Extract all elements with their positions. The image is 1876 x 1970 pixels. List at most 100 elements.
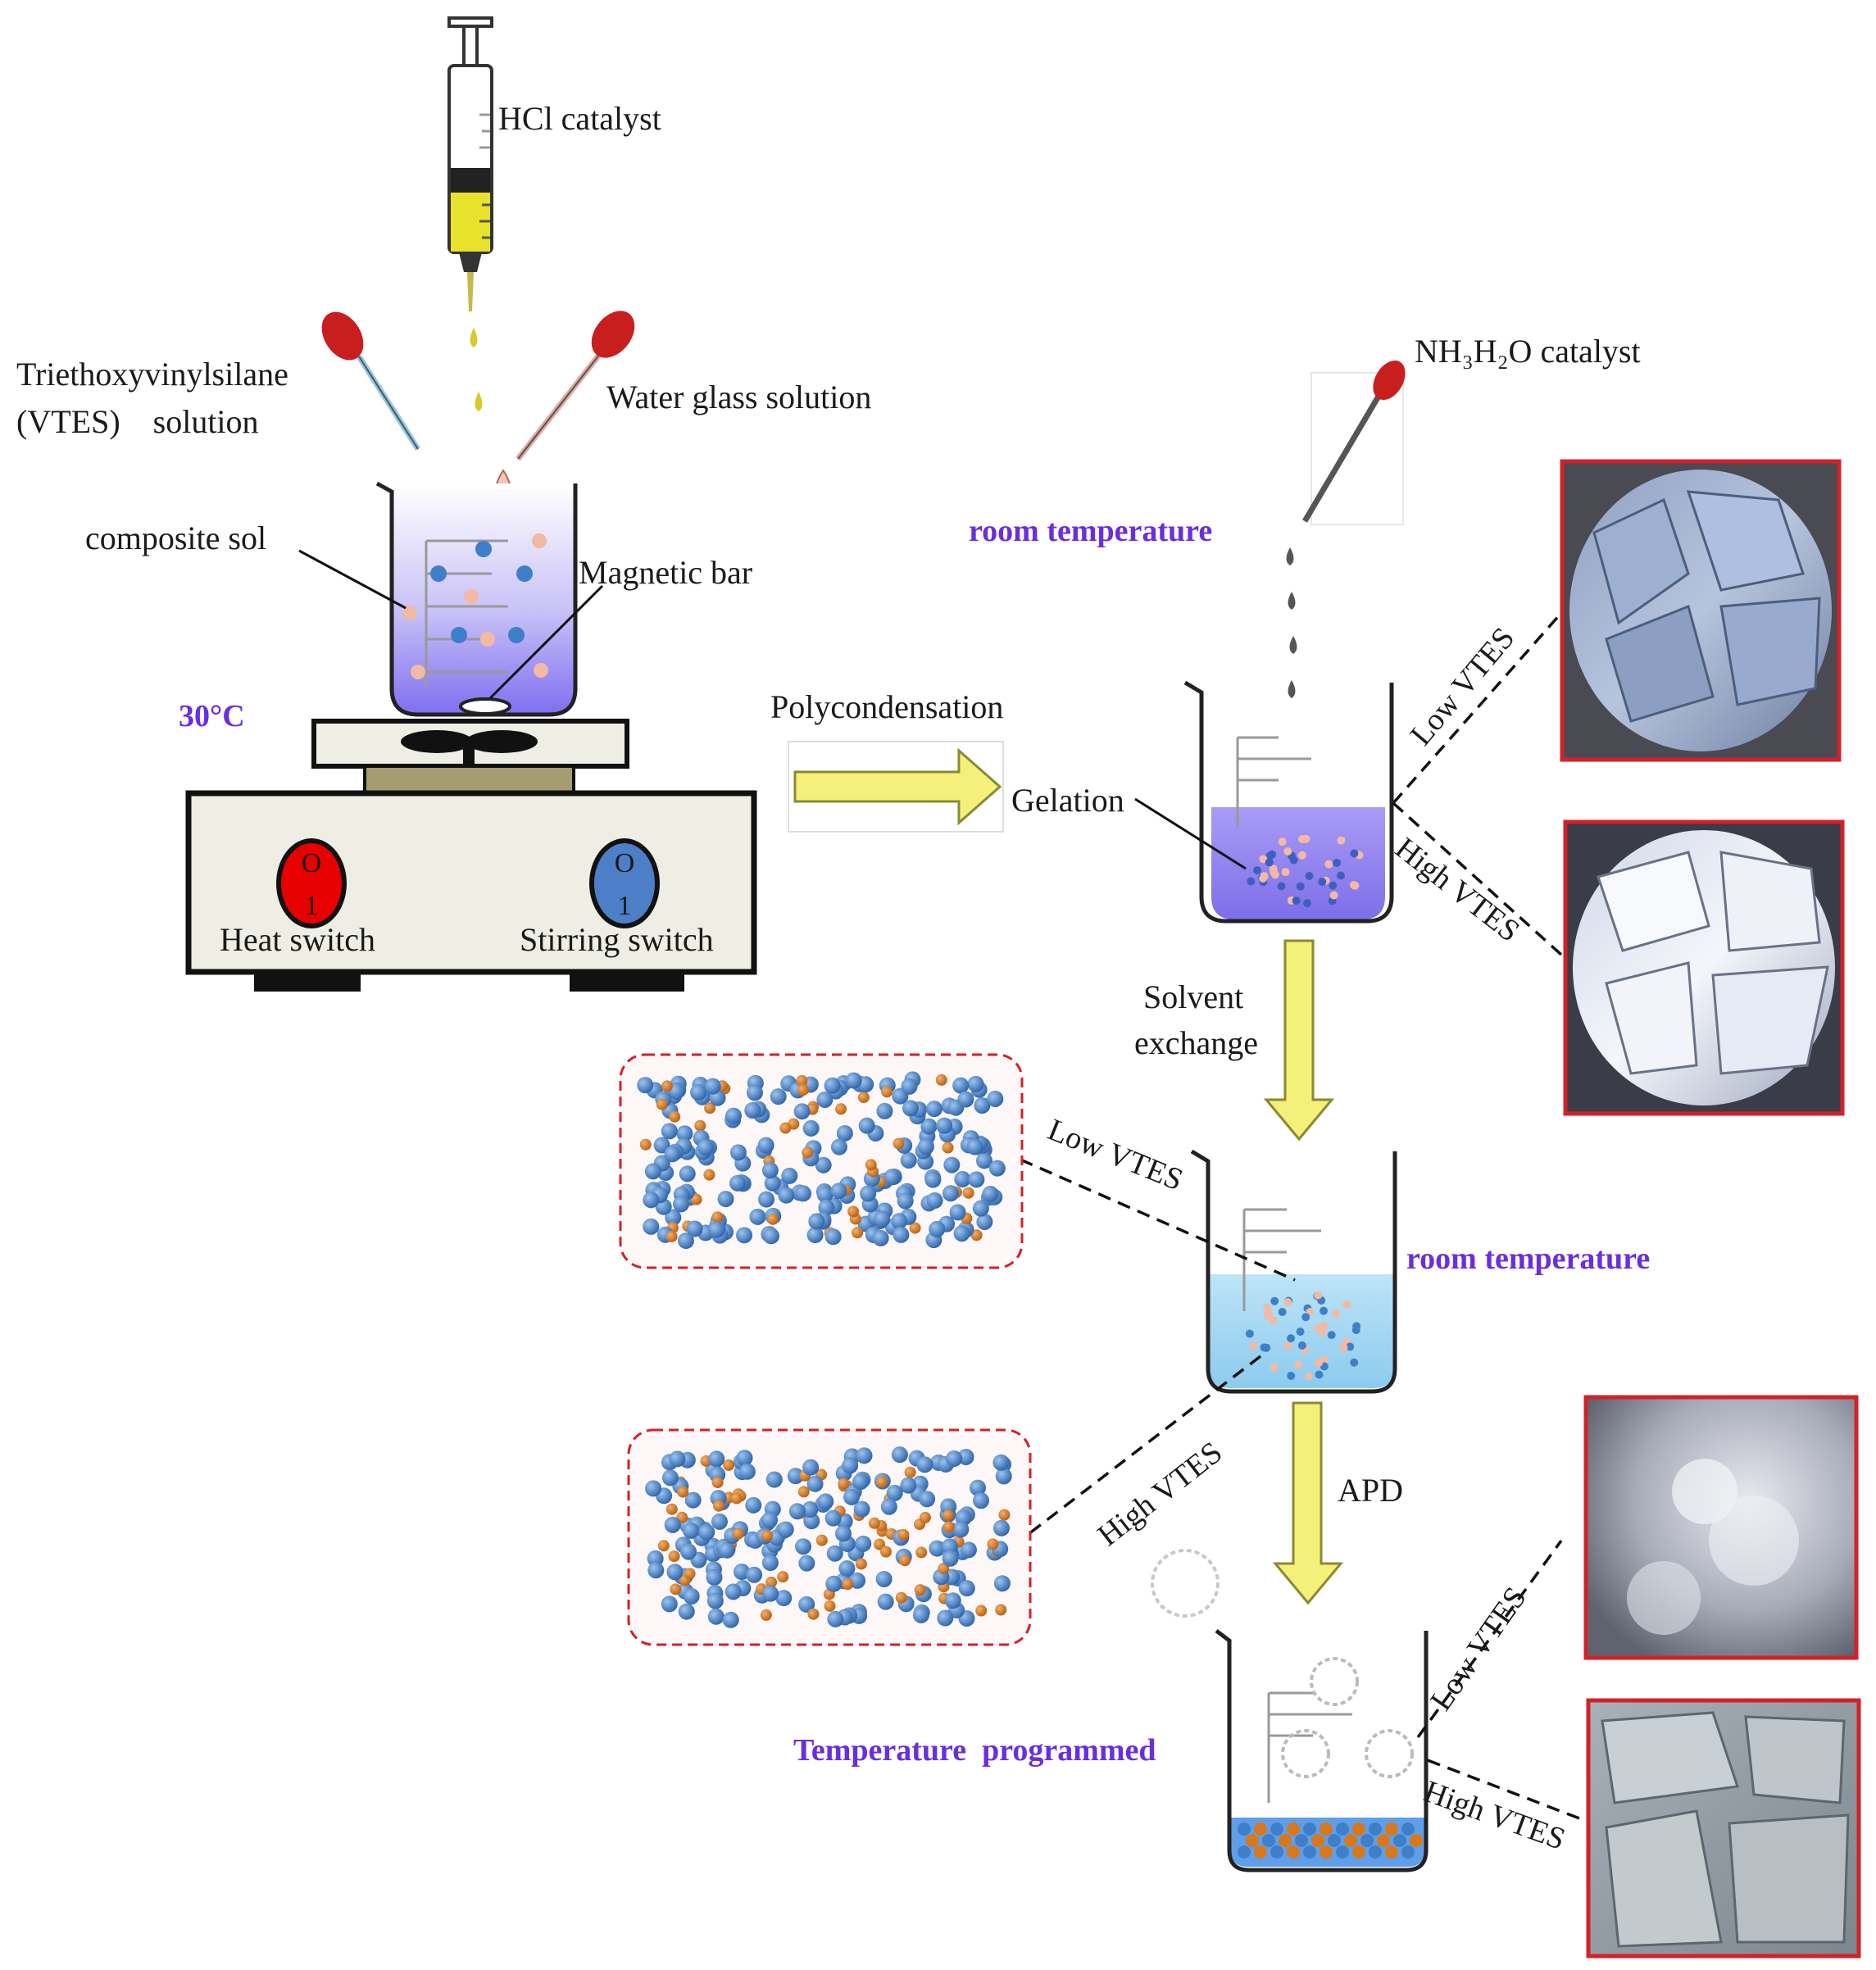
vinyl-particle	[881, 1086, 893, 1098]
particle	[1259, 855, 1268, 864]
particle	[1351, 881, 1360, 890]
silica-particle	[982, 1186, 999, 1203]
silica-particle	[852, 1473, 869, 1491]
particle	[1278, 837, 1287, 847]
vinyl-particle	[661, 1080, 673, 1092]
silica-particle	[643, 1218, 660, 1235]
vinyl-particle	[852, 1227, 864, 1239]
silica-particle	[995, 1468, 1012, 1485]
hcl-catalyst-label: HCl catalyst	[498, 100, 661, 137]
particle	[1247, 877, 1256, 886]
particle	[1337, 836, 1346, 845]
particle	[1320, 1822, 1333, 1836]
silica-particle	[706, 1568, 723, 1586]
magnetic-bar-leader	[488, 584, 604, 700]
silica-particle	[761, 1162, 779, 1179]
silica-particle	[795, 1538, 812, 1555]
vinyl-particle	[962, 1187, 974, 1199]
silica-particle	[802, 1501, 819, 1518]
particle	[1315, 1370, 1324, 1379]
silica-particle	[880, 1498, 897, 1515]
apd-arrow	[1272, 1401, 1344, 1605]
silica-particle	[749, 1208, 766, 1225]
silica-particle	[770, 1088, 787, 1105]
silica-particle	[802, 1459, 820, 1476]
low-vtes-aerogel-photo	[1583, 1395, 1859, 1660]
silica-particle	[988, 1160, 1006, 1177]
stirring-switch-button[interactable]: O 1	[589, 838, 660, 928]
silica-particle	[976, 1213, 993, 1230]
silica-particle	[725, 1583, 742, 1600]
silica-particle	[644, 1163, 661, 1180]
silica-particle	[746, 1566, 763, 1583]
particle	[1369, 1845, 1382, 1859]
silica-particle	[686, 1220, 703, 1237]
silica-particle	[912, 1606, 929, 1623]
silica-particle	[836, 1124, 853, 1142]
silica-particle	[706, 1592, 724, 1609]
heat-switch-button[interactable]: O 1	[276, 838, 347, 928]
silica-particle	[679, 1165, 696, 1182]
vinyl-particle	[665, 1503, 678, 1515]
temperature-programmed-label: Temperature programmed	[793, 1733, 1156, 1768]
silica-particle	[777, 1521, 794, 1538]
silica-particle	[764, 1174, 781, 1192]
vinyl-particle	[713, 1500, 725, 1512]
particle	[1342, 1300, 1351, 1309]
stirring-switch-o: O	[615, 848, 635, 878]
silica-particle	[761, 1512, 779, 1529]
vinyl-particle	[807, 1608, 820, 1620]
silica-particle	[952, 1077, 970, 1094]
particle	[1303, 899, 1312, 908]
particle	[1369, 1822, 1382, 1836]
vinyl-particle	[657, 1540, 670, 1552]
particle	[1279, 1834, 1292, 1847]
particle	[1292, 896, 1301, 906]
silica-particle	[677, 1232, 694, 1250]
silica-particle	[826, 1545, 843, 1562]
particle	[1262, 1834, 1275, 1847]
particle	[1269, 1316, 1278, 1325]
particle	[1249, 1341, 1258, 1350]
particle	[1318, 878, 1327, 887]
solvent-exchange-label-1: Solvent	[1143, 978, 1243, 1015]
vinyl-particle	[942, 1142, 954, 1154]
vinyl-particle	[835, 1103, 847, 1115]
heat-switch-o: O	[302, 848, 322, 878]
vtes-label-line2: (VTES) solution	[16, 403, 259, 440]
particle	[1270, 1296, 1279, 1305]
particle	[1245, 1329, 1254, 1338]
silica-particle	[830, 1138, 847, 1155]
silica-particle	[818, 1199, 835, 1216]
low-vtes-label-2: Low VTES	[1043, 1112, 1188, 1197]
particle	[1385, 1845, 1398, 1859]
silica-particle	[707, 1608, 725, 1625]
silica-particle	[676, 1125, 693, 1142]
silica-particle	[794, 1185, 811, 1202]
silica-particle	[925, 1101, 943, 1118]
vinyl-particle	[935, 1074, 947, 1086]
silica-particle	[647, 1550, 664, 1567]
particle	[1333, 858, 1342, 867]
vinyl-particle	[998, 1509, 1011, 1521]
particle	[1360, 1834, 1374, 1847]
vinyl-particle	[802, 1146, 814, 1159]
particle	[1329, 891, 1338, 900]
silica-particle	[893, 1226, 910, 1243]
silica-particle	[993, 1519, 1010, 1537]
particle	[1311, 1834, 1324, 1847]
silica-particle	[647, 1562, 665, 1579]
silica-particle	[645, 1480, 662, 1497]
silica-particle	[684, 1491, 702, 1509]
silica-particle	[697, 1139, 714, 1156]
silica-particle	[827, 1610, 844, 1627]
particle	[1262, 1343, 1271, 1352]
silica-particle	[722, 1611, 739, 1628]
room-temperature-label-2: room temperature	[1406, 1241, 1650, 1276]
particle	[1377, 1834, 1390, 1847]
silica-particle	[943, 1156, 961, 1173]
particle	[1294, 1360, 1303, 1369]
vinyl-particle	[797, 1486, 810, 1498]
particle	[1283, 1341, 1292, 1350]
vinyl-particle	[765, 1576, 778, 1588]
